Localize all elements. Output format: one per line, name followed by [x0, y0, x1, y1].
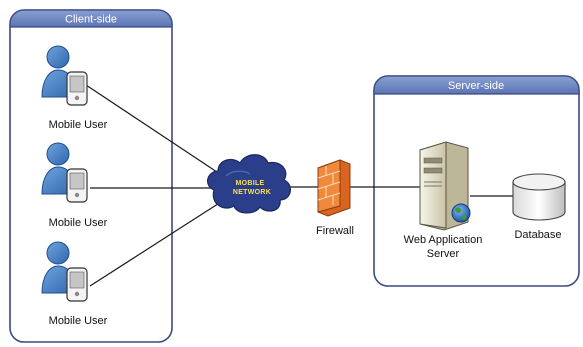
database-label: Database	[514, 229, 561, 241]
mobile-user-1-label: Mobile User	[49, 119, 108, 131]
mobile-user-3	[41, 241, 88, 302]
handheld-device-icon	[66, 71, 88, 106]
web-server-label-line2: Server	[427, 248, 460, 260]
handheld-device-icon	[66, 267, 88, 302]
server-side-title: Server-side	[448, 80, 504, 92]
client-side-header	[9, 9, 173, 28]
globe-icon	[451, 203, 471, 223]
web-application-server-node: Web Application Server	[404, 141, 483, 260]
handheld-device-icon	[66, 168, 88, 203]
cloud-icon	[207, 154, 291, 214]
client-side-panel: Client-side	[9, 9, 173, 343]
connection-lines	[85, 84, 513, 287]
mobile-user-2-label: Mobile User	[49, 217, 108, 229]
mobile-user-1	[41, 45, 88, 106]
network-label-line2: NETWORK	[233, 189, 271, 196]
server-side-panel: Server-side	[373, 75, 580, 287]
web-server-label-line1: Web Application	[404, 234, 483, 246]
firewall-label: Firewall	[316, 225, 354, 237]
mobile-network-cloud: MOBILE NETWORK	[207, 154, 291, 214]
mobile-user-2	[41, 142, 88, 203]
mobile-user-3-label: Mobile User	[49, 315, 108, 327]
link-user1-network	[85, 84, 227, 179]
server-tower-icon	[419, 141, 469, 231]
network-label-line1: MOBILE	[235, 180, 264, 187]
client-side-title: Client-side	[65, 14, 117, 26]
link-user3-network	[89, 199, 225, 287]
database-cylinder-icon	[512, 173, 566, 221]
firewall-node: Firewall	[316, 159, 354, 237]
server-side-header	[373, 75, 580, 95]
firewall-icon	[317, 159, 351, 217]
database-node: Database	[512, 173, 566, 241]
